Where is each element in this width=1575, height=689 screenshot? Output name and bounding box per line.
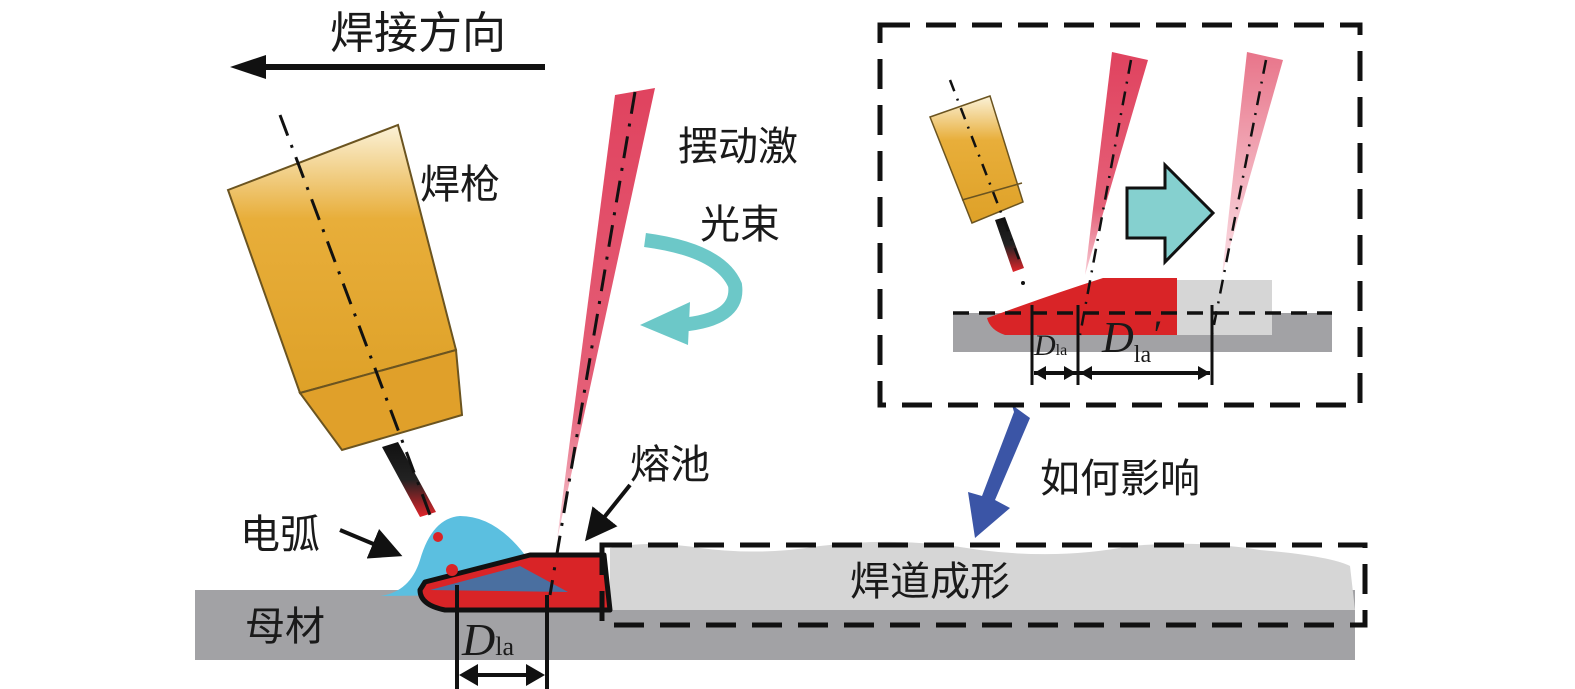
arc-label: 电弧 (240, 512, 320, 558)
molten-pool (417, 532, 613, 613)
inset-dla-prime-label: Dla′ (1101, 312, 1161, 368)
laser-label-line1: 摆动激 (678, 124, 798, 170)
pool-pointer (585, 483, 632, 542)
move-arrow-icon (1125, 161, 1216, 266)
how-affect-label: 如何影响 (1040, 456, 1200, 502)
laser-beam (548, 88, 655, 596)
torch-label: 焊枪 (420, 162, 500, 208)
inset-panel (877, 22, 1363, 408)
arc-pointer (339, 528, 403, 559)
inset-dla-label: Dla (1033, 329, 1067, 362)
influence-arrow-icon (968, 405, 1030, 538)
molten-pool-label: 熔池 (630, 442, 710, 488)
welding-direction-label: 焊接方向 (330, 8, 506, 59)
welding-direction-arrow (230, 55, 545, 79)
dla-dimension (455, 585, 549, 689)
welding-torch (226, 114, 464, 517)
laser-label-line2: 光束 (700, 202, 780, 248)
weld-bead (610, 541, 1355, 610)
bead-formation-label: 焊道成形 (850, 559, 1010, 605)
bead-formation-box (599, 542, 1368, 628)
base-metal-label: 母材 (245, 604, 325, 650)
swing-arrow-icon (640, 233, 743, 345)
dla-label: Dla (461, 614, 514, 665)
